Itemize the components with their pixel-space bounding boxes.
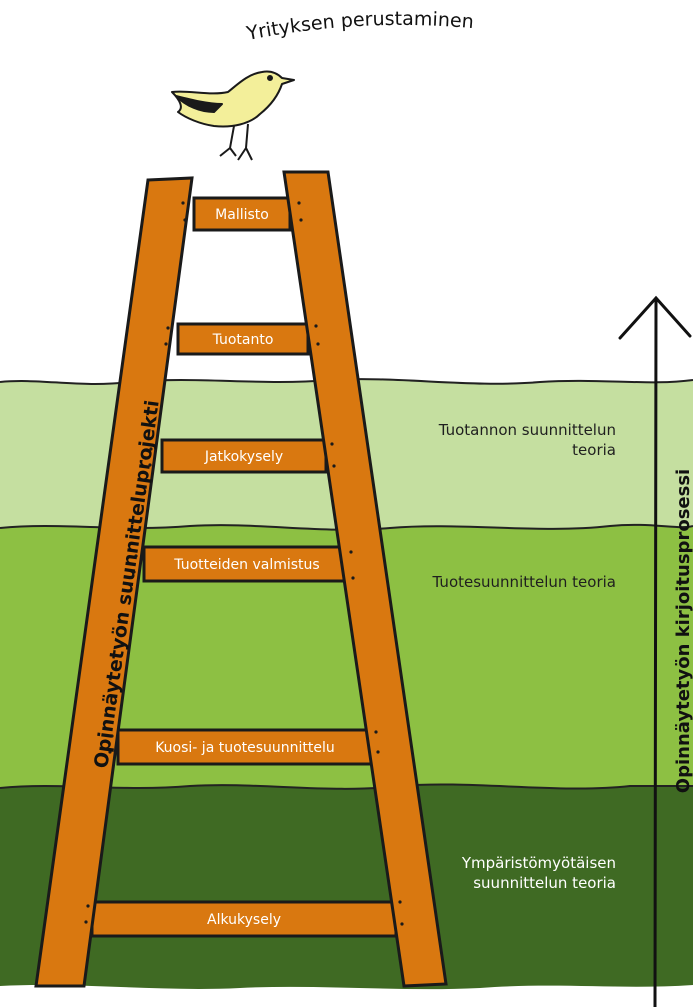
rung-label: Tuotteiden valmistus <box>173 557 319 573</box>
band-eco-design-theory <box>0 784 693 990</box>
band-label-eco-design-theory: Ympäristömyötäisen suunnittelun teoria <box>420 853 616 893</box>
diagram-title: Yrityksen perustaminen <box>244 8 475 45</box>
band-label-line: Tuotesuunnittelun teoria <box>432 573 616 591</box>
right-axis-label: Opinnäytetyön kirjoitusprosessi <box>673 469 693 793</box>
band-product-design-theory <box>0 524 693 792</box>
ladder-right-rail <box>282 170 448 988</box>
ladder-rung <box>90 900 398 938</box>
ladder-rung <box>160 438 328 474</box>
process-arrow-icon <box>618 295 692 1007</box>
rung-label: Tuotanto <box>212 332 274 348</box>
ladder-rung <box>176 322 310 356</box>
band-label-production-theory: Tuotannon suunnittelun teoria <box>420 420 616 460</box>
rung-label: Kuosi- ja tuotesuunnittelu <box>155 740 335 756</box>
ladder-nails <box>84 201 404 926</box>
rung-label: Jatkokysely <box>204 449 283 465</box>
ladder-left-rail <box>34 176 194 988</box>
rung-label: Mallisto <box>215 207 269 223</box>
band-label-line: suunnittelun teoria <box>473 874 616 892</box>
band-label-line: Ympäristömyötäisen <box>461 854 616 872</box>
bird-icon <box>171 70 295 161</box>
band-label-product-design-theory: Tuotesuunnittelun teoria <box>400 572 616 592</box>
rung-label: Alkukysely <box>207 912 281 928</box>
band-label-line: Tuotannon suunnittelun <box>438 421 616 439</box>
band-label-line: teoria <box>572 441 616 459</box>
ladder-rung <box>192 196 292 232</box>
